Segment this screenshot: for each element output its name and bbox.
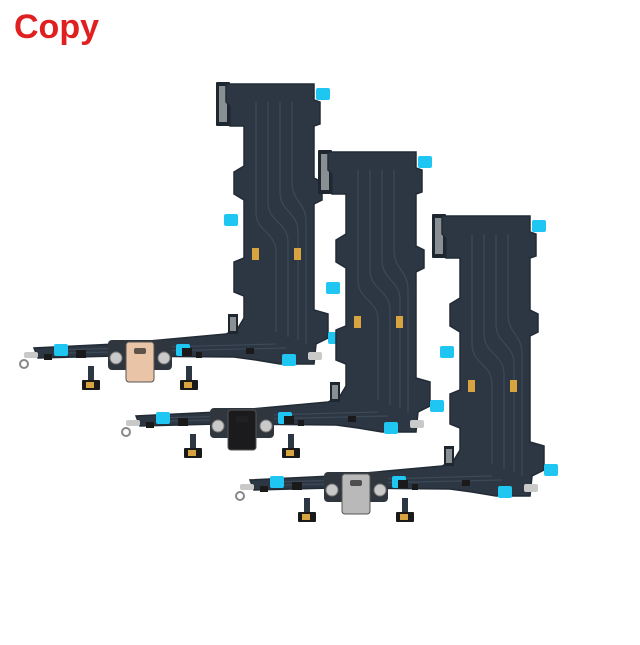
circuit-trace xyxy=(369,170,391,405)
adhesive-tape xyxy=(224,214,238,226)
screw-hole xyxy=(259,419,273,433)
smd-component xyxy=(348,416,356,422)
screw-hole xyxy=(325,483,339,497)
charging-port xyxy=(341,473,371,515)
charging-port-opening xyxy=(236,416,248,422)
flex-tail xyxy=(186,366,192,382)
adhesive-tape xyxy=(54,344,68,356)
circuit-trace xyxy=(381,170,401,408)
contact-pad xyxy=(396,316,403,328)
circuit-trace xyxy=(495,234,515,472)
adhesive-tape xyxy=(384,422,398,434)
circuit-trace xyxy=(393,170,409,412)
smd-component xyxy=(298,420,304,426)
screw-hole xyxy=(373,483,387,497)
contact-pad xyxy=(468,380,475,392)
charging-port xyxy=(125,341,155,383)
circuit-trace xyxy=(357,170,379,400)
board-connector-pins xyxy=(435,218,443,254)
flex-tail xyxy=(304,498,310,514)
screw-hole xyxy=(157,351,171,365)
flex-tail xyxy=(402,498,408,514)
adhesive-tape xyxy=(532,220,546,232)
smd-component xyxy=(462,480,470,486)
smd-component xyxy=(260,486,268,492)
copy-watermark: Copy xyxy=(14,8,99,46)
flex-ribbon xyxy=(32,83,329,365)
board-connector-pins xyxy=(230,317,236,331)
smd-component xyxy=(284,416,294,424)
contact-pad xyxy=(510,380,517,392)
circuit-trace xyxy=(255,102,277,332)
board-connector-pins xyxy=(219,86,227,122)
adhesive-tape xyxy=(282,354,296,366)
screw-hole xyxy=(211,419,225,433)
adhesive-tape xyxy=(418,156,432,168)
contact-pad xyxy=(86,382,94,388)
smd-component xyxy=(196,352,202,358)
smd-component xyxy=(76,350,86,358)
contact-pad xyxy=(184,382,192,388)
smd-component xyxy=(146,422,154,428)
flex-cable-gray xyxy=(235,214,558,522)
circuit-trace xyxy=(507,234,523,476)
smd-component xyxy=(178,418,188,426)
adhesive-tape xyxy=(498,486,512,498)
adhesive-tape xyxy=(544,464,558,476)
smd-component xyxy=(398,480,408,488)
board-connector-pins xyxy=(321,154,329,190)
adhesive-tape xyxy=(156,412,170,424)
flex-tail xyxy=(88,366,94,382)
flex-tail xyxy=(288,434,294,450)
screw-hole xyxy=(109,351,123,365)
board-connector-pins xyxy=(446,449,452,463)
smd-component xyxy=(246,348,254,354)
contact-pad xyxy=(188,450,196,456)
ground-clip xyxy=(235,491,245,501)
contact-pad xyxy=(286,450,294,456)
ground-clip xyxy=(19,359,29,369)
contact-pad xyxy=(400,514,408,520)
smd-component xyxy=(44,354,52,360)
ground-clip xyxy=(524,484,538,492)
adhesive-tape xyxy=(440,346,454,358)
ground-clip xyxy=(308,352,322,360)
smd-component xyxy=(292,482,302,490)
circuit-trace xyxy=(471,234,493,464)
smd-component xyxy=(412,484,418,490)
ground-clip xyxy=(410,420,424,428)
charging-port-opening xyxy=(134,348,146,354)
ground-clip xyxy=(126,420,140,426)
circuit-trace xyxy=(279,102,299,340)
adhesive-tape xyxy=(316,88,330,100)
ground-clip xyxy=(24,352,38,358)
flex-tail xyxy=(190,434,196,450)
smd-component xyxy=(182,348,192,356)
circuit-trace xyxy=(291,102,307,344)
circuit-trace xyxy=(267,102,289,337)
ground-clip xyxy=(121,427,131,437)
flex-cable-gold xyxy=(19,82,342,390)
adhesive-tape xyxy=(326,282,340,294)
contact-pad xyxy=(302,514,310,520)
circuit-trace xyxy=(483,234,505,469)
charging-port xyxy=(227,409,257,451)
adhesive-tape xyxy=(430,400,444,412)
ground-clip xyxy=(240,484,254,490)
charging-port-opening xyxy=(350,480,362,486)
adhesive-tape xyxy=(270,476,284,488)
contact-pad xyxy=(294,248,301,260)
board-connector-pins xyxy=(332,385,338,399)
contact-pad xyxy=(252,248,259,260)
contact-pad xyxy=(354,316,361,328)
flex-cable-black xyxy=(121,150,444,458)
